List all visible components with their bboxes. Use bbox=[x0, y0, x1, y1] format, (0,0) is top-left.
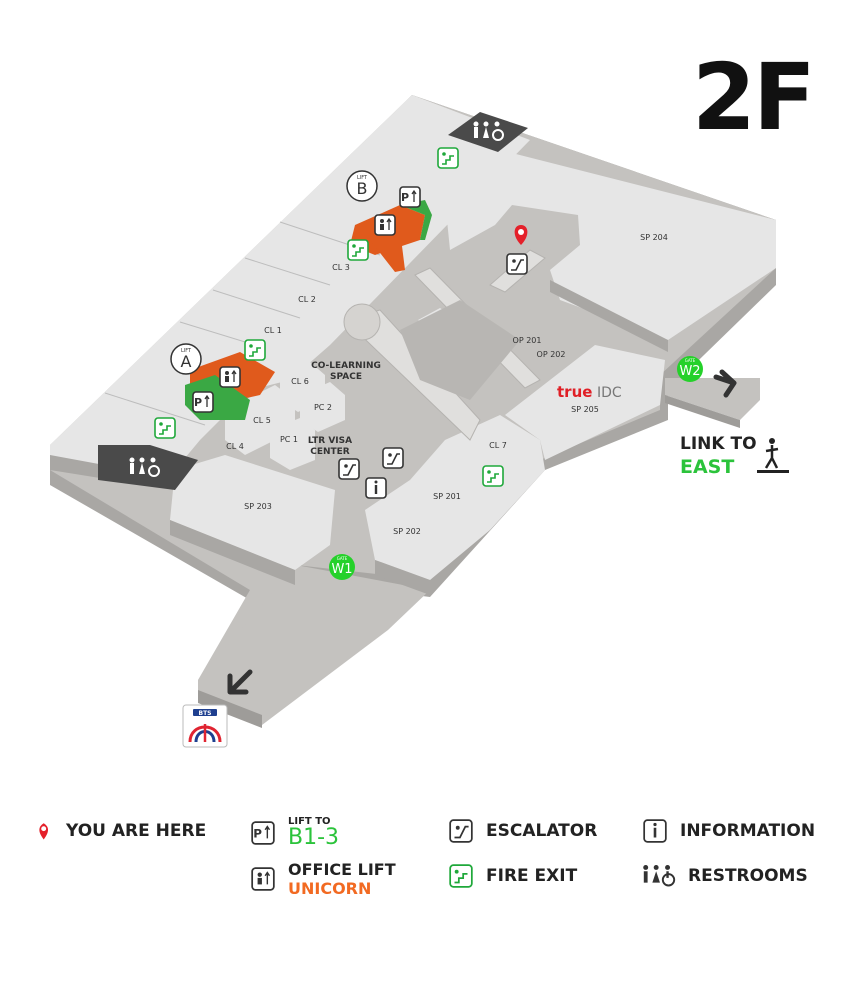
link-to-east: LINK TO EAST bbox=[680, 434, 757, 478]
floor-map: P bbox=[50, 95, 789, 748]
restrooms-label: RESTROOMS bbox=[688, 866, 808, 886]
escalator-icon bbox=[338, 458, 360, 480]
legend-you-are-here: YOU ARE HERE bbox=[36, 818, 206, 844]
legend-restrooms: RESTROOMS bbox=[640, 863, 808, 889]
svg-text:A: A bbox=[181, 352, 192, 371]
room-sp202 bbox=[365, 480, 490, 595]
information-icon bbox=[365, 477, 387, 499]
room-sp204 bbox=[445, 150, 776, 352]
you-are-here-label: YOU ARE HERE bbox=[66, 821, 207, 841]
lift-to-icon bbox=[192, 391, 214, 413]
label-sp205: SP 205 bbox=[571, 405, 599, 414]
lift-to-small-label: LIFT TO bbox=[288, 816, 331, 827]
office-lift-icon bbox=[219, 366, 241, 388]
label-ltr-visa: LTR VISA bbox=[308, 436, 352, 446]
floor-title: 2F bbox=[692, 44, 816, 151]
label-sp201: SP 201 bbox=[433, 492, 461, 501]
svg-text:LIFT: LIFT bbox=[357, 175, 368, 181]
legend-fire-exit: FIRE EXIT bbox=[448, 863, 577, 889]
east-label: EAST bbox=[680, 456, 735, 478]
office-lift-label: OFFICE LIFT bbox=[288, 860, 396, 879]
link-to-label: LINK TO bbox=[680, 434, 757, 454]
lift-a-marker: LIFT A bbox=[170, 343, 202, 375]
lift-to-icon bbox=[399, 186, 421, 208]
legend-escalator: ESCALATOR bbox=[448, 818, 597, 844]
label-op202: OP 202 bbox=[537, 350, 566, 359]
label-co-learning: CO-LEARNING bbox=[311, 361, 381, 371]
escalator-icon bbox=[506, 253, 528, 275]
label-co-learning-space: SPACE bbox=[330, 372, 362, 382]
central-void bbox=[400, 300, 520, 400]
location-pin-icon bbox=[39, 823, 49, 840]
label-cl6: CL 6 bbox=[291, 377, 309, 386]
label-cl2: CL 2 bbox=[298, 295, 316, 304]
fire-exit-icon bbox=[437, 147, 459, 169]
gate-w1: GATE W1 bbox=[329, 554, 355, 580]
office-lift-icon bbox=[374, 214, 396, 236]
svg-text:GATE: GATE bbox=[685, 358, 696, 363]
restroom-left bbox=[98, 445, 198, 490]
lift-to-floors-label: B1-3 bbox=[288, 825, 340, 850]
fire-exit-icon bbox=[244, 339, 266, 361]
label-ltr-visa-center: CENTER bbox=[310, 447, 350, 457]
label-pc2: PC 2 bbox=[314, 403, 332, 412]
escalator-icon bbox=[449, 819, 473, 843]
room-sp203 bbox=[170, 455, 335, 585]
label-sp204: SP 204 bbox=[640, 233, 668, 242]
arrow-to-bts-icon bbox=[227, 669, 253, 695]
arrow-to-east-icon bbox=[713, 369, 737, 398]
legend-lift-to: LIFT TO B1-3 bbox=[250, 816, 339, 849]
svg-text:GATE: GATE bbox=[337, 556, 348, 561]
escalator-label: ESCALATOR bbox=[486, 821, 598, 841]
legend-information: INFORMATION bbox=[642, 818, 815, 844]
office-lift-icon bbox=[251, 867, 275, 891]
svg-text:IDC: IDC bbox=[597, 385, 622, 401]
information-label: INFORMATION bbox=[680, 821, 816, 841]
label-op201: OP 201 bbox=[513, 336, 542, 345]
label-cl5: CL 5 bbox=[253, 416, 271, 425]
svg-text:true: true bbox=[557, 383, 592, 401]
label-cl4: CL 4 bbox=[226, 442, 244, 451]
label-pc1: PC 1 bbox=[280, 435, 298, 444]
you-are-here-pin bbox=[514, 225, 528, 245]
label-cl7: CL 7 bbox=[489, 441, 507, 450]
legend-office-lift: OFFICE LIFT UNICORN bbox=[250, 860, 396, 898]
restroom-top bbox=[448, 112, 528, 152]
fire-exit-icon bbox=[482, 465, 504, 487]
svg-text:LIFT: LIFT bbox=[181, 348, 192, 354]
fire-exit-icon bbox=[154, 417, 176, 439]
true-idc-logo: true IDC bbox=[557, 383, 622, 401]
fire-exit-icon bbox=[347, 239, 369, 261]
walkway-bts bbox=[198, 565, 430, 728]
label-sp202: SP 202 bbox=[393, 527, 421, 536]
restroom-icon bbox=[643, 864, 676, 887]
information-icon bbox=[643, 819, 667, 843]
label-cl1: CL 1 bbox=[264, 326, 282, 335]
walkway-east bbox=[665, 378, 760, 428]
fire-exit-icon bbox=[449, 864, 473, 888]
gate-w2: GATE W2 bbox=[677, 356, 703, 382]
lift-to-icon bbox=[251, 820, 275, 845]
label-sp203: SP 203 bbox=[244, 502, 272, 511]
walking-person-icon bbox=[757, 438, 789, 473]
svg-text:BTS: BTS bbox=[199, 710, 212, 717]
fire-exit-label: FIRE EXIT bbox=[486, 866, 578, 886]
svg-text:B: B bbox=[357, 179, 368, 198]
room-sp205 bbox=[505, 345, 665, 460]
label-cl3: CL 3 bbox=[332, 263, 350, 272]
unicorn-label: UNICORN bbox=[288, 879, 372, 898]
bts-logo: BTS bbox=[182, 704, 228, 748]
svg-text:W2: W2 bbox=[679, 364, 700, 379]
svg-text:W1: W1 bbox=[331, 562, 352, 577]
escalator-icon bbox=[382, 447, 404, 469]
lift-b-marker: LIFT B bbox=[346, 170, 378, 202]
